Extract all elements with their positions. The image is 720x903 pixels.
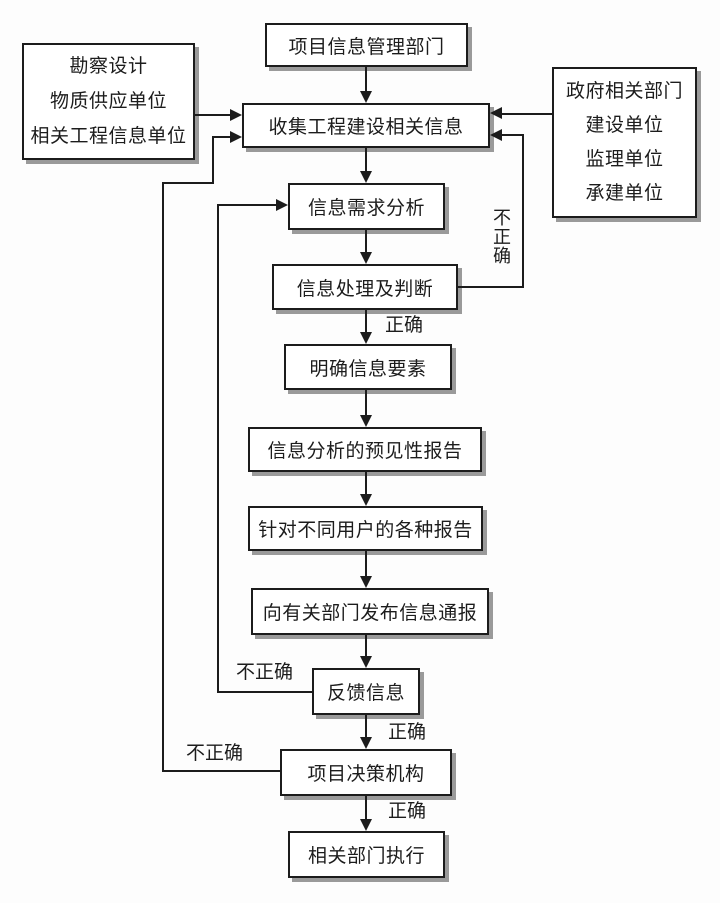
node-clarify-elements: 明确信息要素 — [284, 344, 452, 390]
right-source-item: 承建单位 — [585, 182, 664, 204]
edge-process-incorrect-v — [522, 135, 524, 288]
edge-decision-incorrect-h2 — [162, 182, 214, 184]
edge-process-incorrect-h2 — [502, 134, 524, 136]
arrowhead-right-icon — [230, 109, 242, 121]
edge-decision-to-execute — [365, 796, 367, 821]
arrowhead-down-icon — [360, 494, 372, 506]
arrowhead-down-icon — [360, 819, 372, 831]
label-correct-after-decision: 正确 — [388, 801, 427, 822]
arrowhead-down-icon — [360, 576, 372, 588]
edge-process-incorrect-h1 — [457, 286, 524, 288]
edge-decision-incorrect-h1 — [162, 770, 280, 772]
arrowhead-right-icon — [276, 199, 288, 211]
left-source-item: 相关工程信息单位 — [30, 126, 187, 147]
edge-decision-incorrect-v1 — [162, 182, 164, 772]
node-feedback-info: 反馈信息 — [312, 668, 420, 715]
edge-userreports-to-publish — [365, 551, 367, 578]
node-user-reports: 针对不同用户的各种报告 — [248, 506, 483, 551]
left-source-item: 勘察设计 — [69, 56, 148, 77]
right-source-item: 政府相关部门 — [565, 80, 683, 102]
node-execute-depts: 相关部门执行 — [288, 831, 445, 878]
edge-clarify-to-foresight — [365, 390, 367, 417]
edge-collect-to-demand — [365, 148, 367, 173]
arrowhead-left-icon — [490, 129, 502, 141]
edge-process-to-clarify — [365, 310, 367, 334]
arrowhead-down-icon — [360, 171, 372, 183]
arrowhead-down-icon — [360, 737, 372, 749]
node-publish-notice: 向有关部门发布信息通报 — [251, 588, 489, 635]
arrowhead-down-icon — [360, 91, 372, 103]
edge-decision-incorrect-h3 — [212, 136, 231, 138]
label-correct-after-process: 正确 — [385, 315, 424, 336]
node-left-sources: 勘察设计 物质供应单位 相关工程信息单位 — [22, 43, 195, 160]
arrowhead-left-icon — [490, 107, 502, 119]
arrowhead-down-icon — [360, 415, 372, 427]
label-incorrect-from-process: 不正确 — [493, 208, 511, 266]
edge-feedback-incorrect-h2 — [217, 204, 277, 206]
edge-foresight-to-userreports — [365, 472, 367, 496]
edge-leftsources-to-collect — [195, 114, 231, 116]
label-correct-after-feedback: 正确 — [388, 722, 427, 743]
node-collect-info: 收集工程建设相关信息 — [242, 103, 490, 148]
label-incorrect-from-feedback: 不正确 — [236, 662, 294, 683]
edge-publish-to-feedback — [365, 635, 367, 658]
node-right-sources: 政府相关部门 建设单位 监理单位 承建单位 — [552, 67, 697, 218]
label-incorrect-from-decision: 不正确 — [186, 743, 244, 764]
node-process-judgment: 信息处理及判断 — [272, 264, 458, 310]
edge-feedback-to-decision — [365, 715, 367, 739]
edge-top-to-collect — [365, 67, 367, 93]
node-project-info-dept: 项目信息管理部门 — [265, 23, 468, 67]
left-source-item: 物质供应单位 — [49, 91, 167, 112]
edge-feedback-incorrect-v — [217, 205, 219, 693]
node-foresight-report: 信息分析的预见性报告 — [248, 427, 482, 472]
arrowhead-down-icon — [360, 332, 372, 344]
right-source-item: 监理单位 — [585, 148, 664, 170]
edge-rightsources-to-collect — [502, 113, 552, 115]
edge-feedback-incorrect-h1 — [217, 691, 312, 693]
arrowhead-down-icon — [360, 252, 372, 264]
node-demand-analysis: 信息需求分析 — [288, 183, 445, 230]
right-source-item: 建设单位 — [585, 114, 664, 136]
arrowhead-down-icon — [360, 656, 372, 668]
edge-demand-to-process — [365, 230, 367, 254]
edge-decision-incorrect-v2 — [212, 136, 214, 184]
arrowhead-right-icon — [230, 131, 242, 143]
node-decision-body: 项目决策机构 — [280, 749, 452, 796]
